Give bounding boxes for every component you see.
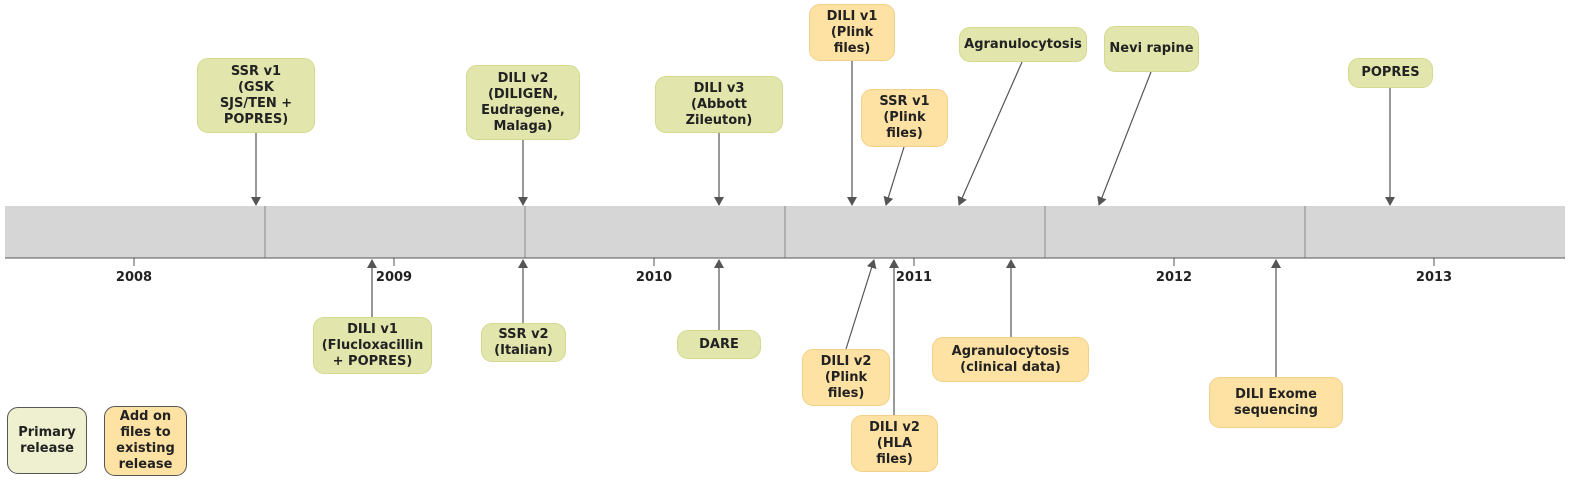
event-dili-v2-hla: DILI v2 (HLA files) (851, 415, 938, 472)
event-agranulocytosis: Agranulocytosis (959, 27, 1087, 62)
year-label: 2008 (115, 270, 153, 285)
event-dili-v2: DILI v2 (DILIGEN, Eudragene, Malaga) (466, 65, 580, 140)
event-nevirapine: Nevi rapine (1104, 26, 1199, 72)
event-arrow (957, 61, 1023, 206)
event-dili-v3: DILI v3 (Abbott Zileuton) (655, 76, 783, 133)
year-label: 2012 (1155, 270, 1193, 285)
event-ssr-v1: SSR v1 (GSK SJS/TEN + POPRES) (197, 58, 315, 133)
year-label: 2010 (635, 270, 673, 285)
event-dare: DARE (677, 330, 761, 359)
event-popres: POPRES (1348, 58, 1433, 88)
legend-primary-release: Primary release (7, 407, 87, 474)
event-arrow (883, 146, 905, 206)
event-dili-v1-plink: DILI v1 (Plink files) (809, 4, 895, 61)
event-arrow (845, 259, 877, 350)
year-label: 2009 (375, 270, 413, 285)
year-label: 2013 (1415, 270, 1453, 285)
event-dili-v2-plink: DILI v2 (Plink files) (802, 349, 890, 406)
year-label: 2011 (895, 270, 933, 285)
event-arrow (1097, 71, 1152, 206)
event-ssr-v1-plink: SSR v1 (Plink files) (861, 89, 948, 147)
event-dili-v1: DILI v1 (Flucloxacillin + POPRES) (313, 317, 432, 374)
event-agranulocytosis-clinical: Agranulocytosis (clinical data) (932, 337, 1089, 382)
event-ssr-v2: SSR v2 (Italian) (481, 323, 566, 362)
event-dili-exome: DILI Exome sequencing (1209, 377, 1343, 428)
legend-addon-files: Add on files to existing release (104, 406, 187, 476)
